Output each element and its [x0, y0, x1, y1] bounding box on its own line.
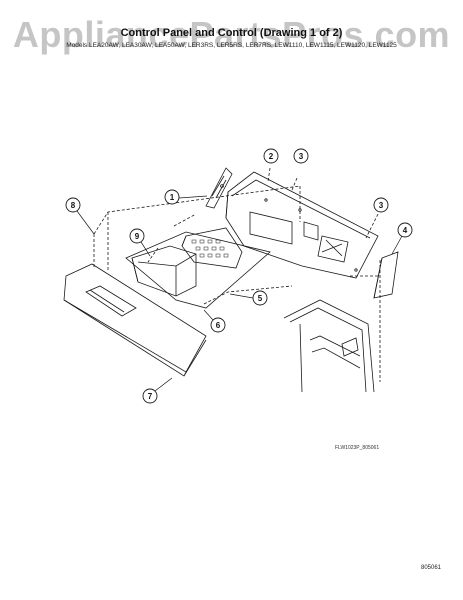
svg-text:1: 1 — [170, 193, 175, 202]
assembly-guide-lines — [93, 167, 381, 382]
callouts: 1 2 3 3 4 5 — [65, 148, 413, 404]
drawing-reference: FLW1023P_805061 — [335, 445, 380, 451]
svg-text:7: 7 — [148, 392, 153, 401]
callout-3a: 3 — [293, 148, 309, 164]
callout-8: 8 — [65, 197, 95, 235]
page-code: 805061 — [421, 565, 442, 571]
diagram-title: Control Panel and Control (Drawing 1 of … — [120, 27, 343, 39]
callout-9: 9 — [129, 228, 151, 257]
cabinet-background — [283, 299, 375, 393]
svg-text:5: 5 — [258, 294, 263, 303]
callout-6: 6 — [203, 309, 226, 333]
callout-4: 4 — [391, 222, 413, 255]
callout-2: 2 — [263, 148, 279, 164]
part-console-frame — [225, 171, 379, 279]
part-end-cap — [373, 251, 399, 299]
part-control-box — [131, 245, 197, 297]
svg-text:9: 9 — [135, 232, 140, 241]
svg-text:4: 4 — [403, 226, 408, 235]
callout-7: 7 — [142, 377, 173, 404]
svg-text:2: 2 — [269, 152, 274, 161]
callout-1: 1 — [164, 189, 208, 205]
watermark-text: AppliancePartsPros.com — [12, 14, 451, 55]
svg-text:3: 3 — [379, 201, 384, 210]
part-bracket — [205, 167, 233, 209]
part-electronic-control — [181, 227, 243, 269]
svg-text:6: 6 — [216, 321, 221, 330]
callout-3b: 3 — [373, 197, 389, 213]
model-list: Models LEA20AW, LEA30AW, LEA50AW, LER3RS… — [66, 42, 397, 49]
svg-text:3: 3 — [299, 152, 304, 161]
callout-5: 5 — [229, 290, 268, 306]
svg-text:8: 8 — [71, 201, 76, 210]
part-front-control-panel — [63, 263, 207, 377]
part-mounting-panel — [125, 231, 271, 309]
